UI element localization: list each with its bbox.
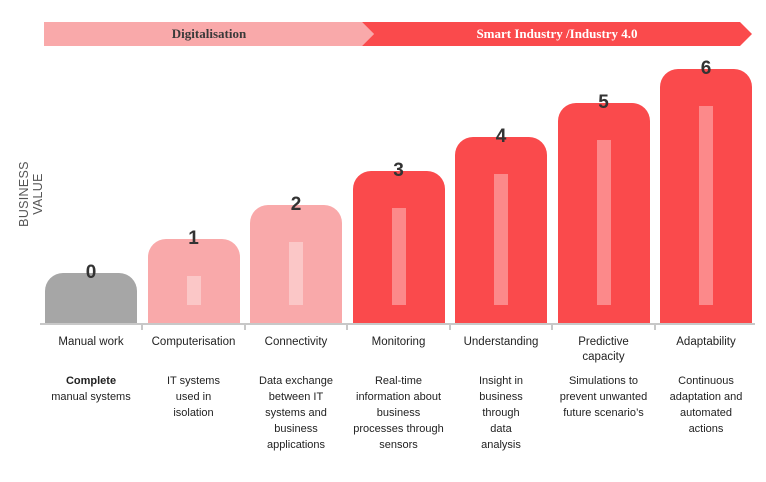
stage-inner-bar-3 bbox=[391, 208, 406, 305]
stage-description-1: IT systems used in isolation bbox=[163, 373, 225, 421]
baseline-tick bbox=[346, 324, 349, 330]
stage-description-0: Complete manual systems bbox=[41, 373, 141, 405]
stage-bar-6 bbox=[660, 69, 752, 324]
stage-description-2: Data exchange between IT systems and bus… bbox=[256, 373, 336, 453]
stage-description-4: Insight in business through data analysi… bbox=[472, 373, 530, 453]
stage-number-1: 1 bbox=[188, 228, 199, 249]
stage-bar-3 bbox=[352, 171, 445, 324]
banner-digitalisation-arrow bbox=[44, 22, 374, 46]
stage-description-text: IT systems used in isolation bbox=[167, 375, 220, 419]
stage-description-text: Real-time information about business pro… bbox=[353, 375, 444, 451]
stage-name-2: Connectivity bbox=[264, 336, 328, 348]
stage-number-3: 3 bbox=[393, 160, 404, 181]
stage-description-5: Simulations to prevent unwanted future s… bbox=[558, 373, 650, 421]
stage-name-4: Understanding bbox=[463, 336, 539, 348]
stage-description-3: Real-time information about business pro… bbox=[353, 373, 445, 453]
banner-smart-industry-arrow bbox=[362, 22, 752, 46]
stage-bar-2 bbox=[250, 205, 342, 324]
stage-bar-0 bbox=[45, 273, 137, 324]
stage-bar-1 bbox=[147, 239, 240, 324]
stage-inner-bar-6 bbox=[699, 106, 713, 305]
stage-description-text: Continuous adaptation and automated acti… bbox=[669, 375, 743, 435]
stage-inner-bar-4 bbox=[494, 174, 508, 305]
banner-smart-industry-label: Smart Industry /Industry 4.0 bbox=[476, 26, 638, 41]
stage-description-text: Data exchange between IT systems and bus… bbox=[259, 375, 333, 451]
stage-number-0: 0 bbox=[85, 262, 97, 283]
stage-name-5: Predictive capacity bbox=[578, 336, 629, 363]
stage-number-6: 6 bbox=[700, 58, 712, 79]
stage-bar-5 bbox=[557, 103, 650, 324]
stage-number-5: 5 bbox=[598, 92, 609, 113]
stage-inner-bar-2 bbox=[289, 242, 303, 305]
stage-description-text: manual systems bbox=[51, 391, 131, 403]
y-axis-label: BUSINESS VALUE bbox=[17, 161, 45, 227]
baseline bbox=[40, 323, 755, 325]
banner-digitalisation-label: Digitalisation bbox=[171, 26, 247, 41]
stage-description-text: Simulations to prevent unwanted future s… bbox=[559, 375, 648, 419]
stage-inner-bar-5 bbox=[596, 140, 611, 305]
stage-description-6: Continuous adaptation and automated acti… bbox=[666, 373, 746, 437]
baseline-tick bbox=[448, 324, 451, 330]
stage-name-6: Adaptability bbox=[676, 336, 736, 348]
banner-digitalisation: Digitalisation bbox=[44, 22, 374, 46]
stage-inner-bar-1 bbox=[186, 276, 201, 305]
baseline-tick bbox=[243, 324, 246, 330]
stage-bar-4 bbox=[455, 137, 547, 324]
banner-smart-industry: Smart Industry /Industry 4.0 bbox=[362, 22, 752, 46]
stage-description-text: Insight in business through data analysi… bbox=[478, 375, 524, 451]
stage-name-0: Manual work bbox=[58, 336, 124, 348]
stage-name-1: Computerisation bbox=[151, 336, 236, 348]
stage-number-4: 4 bbox=[495, 126, 507, 147]
stage-name-3: Monitoring bbox=[371, 336, 426, 348]
stage-number-2: 2 bbox=[290, 194, 302, 215]
baseline-tick bbox=[141, 324, 144, 330]
baseline-tick bbox=[551, 324, 554, 330]
baseline-tick bbox=[653, 324, 656, 330]
stage-description-title: Complete bbox=[65, 375, 117, 387]
